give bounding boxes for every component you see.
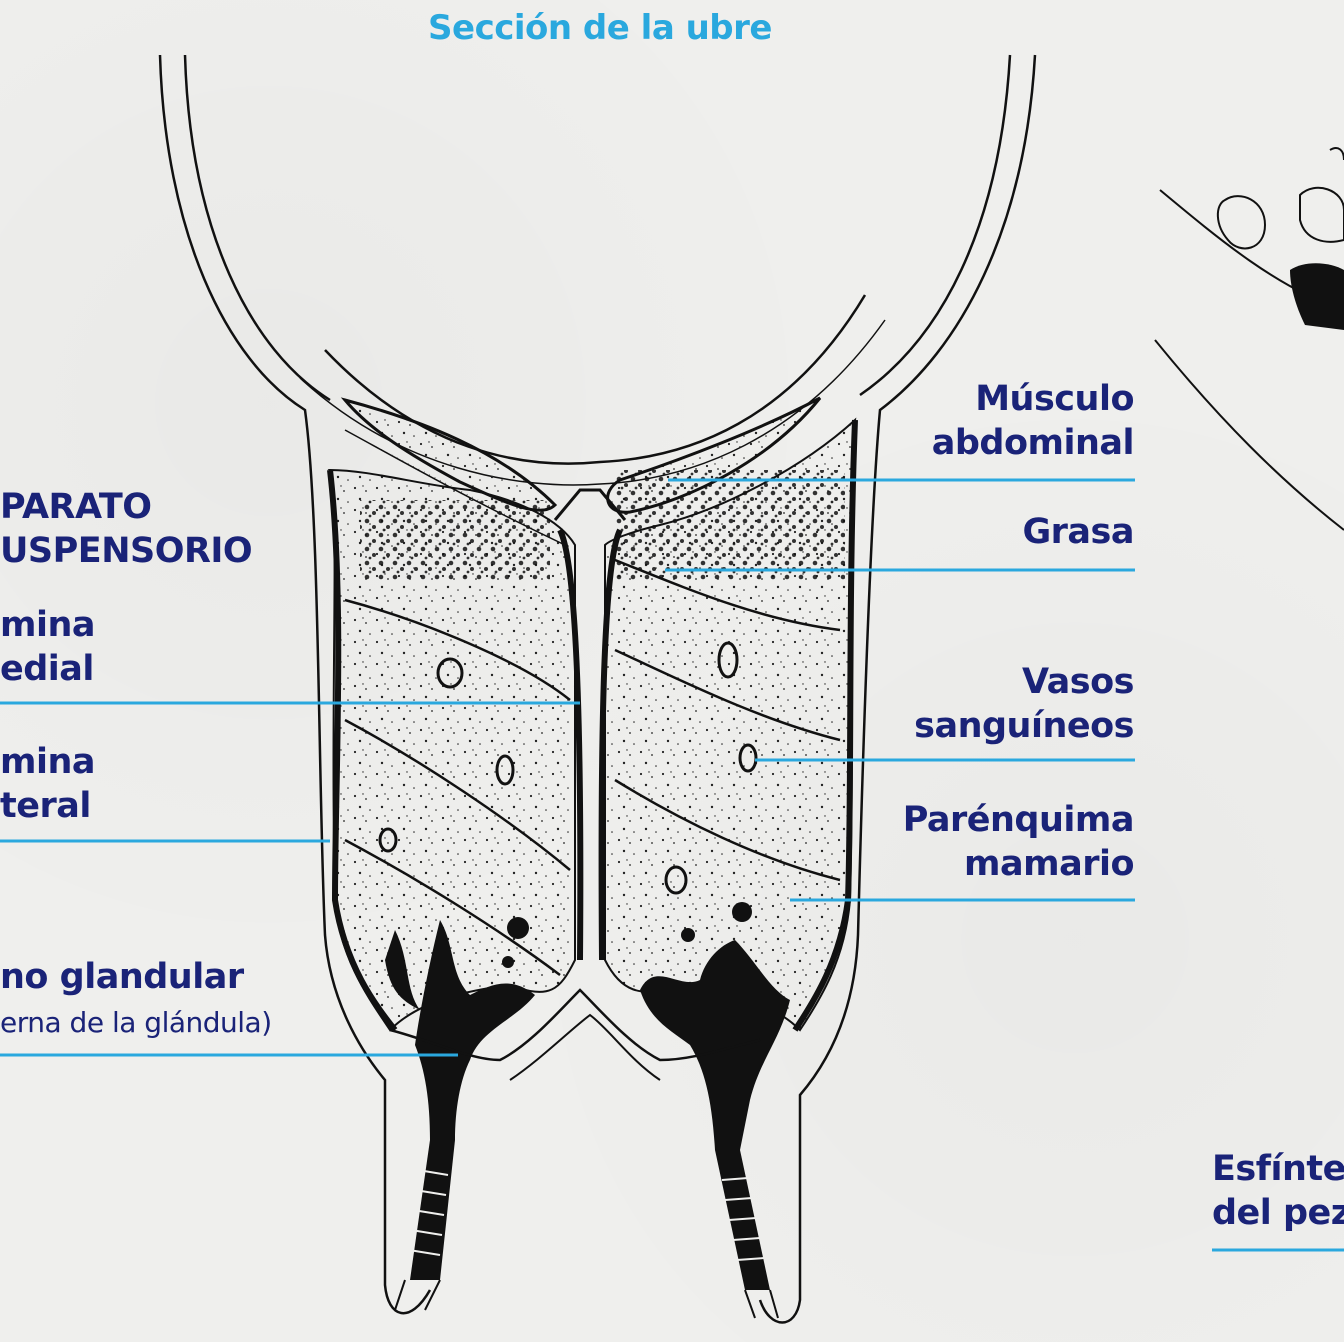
label-line: del pez: [1212, 1193, 1344, 1233]
label-line: no glandular: [0, 957, 244, 997]
label-seno-glandular: no glandular erna de la glándula): [0, 955, 272, 1045]
label-esfinter-pezon: Esfínte del pez: [1212, 1147, 1344, 1235]
teat-right: [715, 1150, 778, 1318]
label-line: Esfínte: [1212, 1149, 1344, 1189]
label-line: abdominal: [932, 423, 1134, 463]
label-lamina-medial: mina edial: [0, 603, 95, 691]
label-line: mamario: [964, 844, 1134, 884]
label-grasa: Grasa: [1022, 510, 1134, 554]
label-line: PARATO: [0, 487, 151, 527]
label-line: sanguíneos: [914, 706, 1134, 746]
label-aparato-suspensorio: PARATO USPENSORIO: [0, 485, 252, 573]
label-musculo-abdominal: Músculo abdominal: [932, 377, 1134, 465]
label-line: Vasos: [1022, 662, 1134, 702]
teat-detail-sketch: [1155, 148, 1344, 530]
label-lamina-lateral: mina teral: [0, 740, 95, 828]
label-line: teral: [0, 786, 91, 826]
label-line: Músculo: [975, 379, 1134, 419]
label-line: mina: [0, 742, 95, 782]
teat-left: [395, 1140, 455, 1310]
label-parenquima-mamario: Parénquima mamario: [903, 798, 1134, 886]
label-line-sub: erna de la glándula): [0, 1006, 272, 1039]
label-line: Grasa: [1022, 512, 1134, 552]
label-line: USPENSORIO: [0, 531, 252, 571]
label-vasos-sanguineos: Vasos sanguíneos: [914, 660, 1134, 748]
label-line: edial: [0, 649, 94, 689]
skin-outline: [160, 55, 1035, 1323]
label-line: mina: [0, 605, 95, 645]
label-line: Parénquima: [903, 800, 1134, 840]
